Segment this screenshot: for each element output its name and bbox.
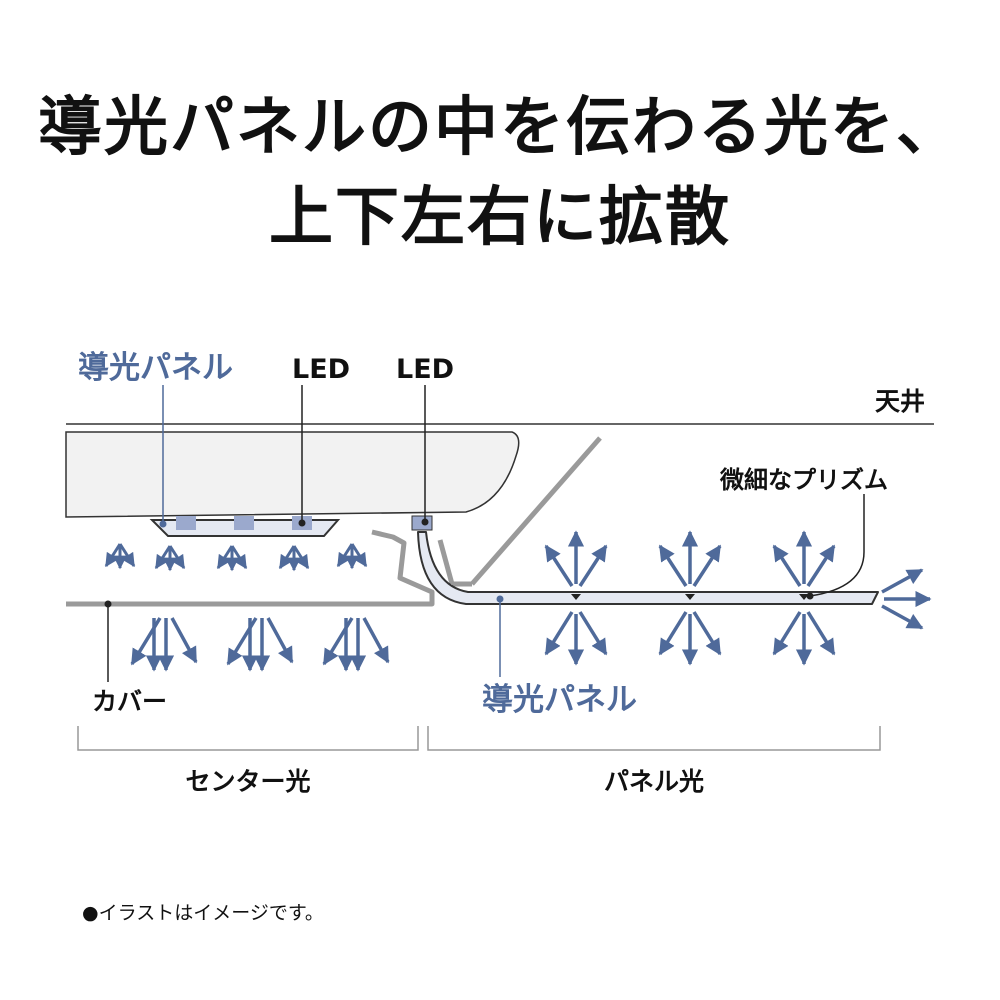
light-arrows: [104, 530, 932, 672]
cover-arrow-2-a: [322, 617, 354, 666]
title-line-2: 上下左右に拡散: [269, 181, 731, 255]
fixture-body: [65, 431, 520, 518]
label-cover: カバー: [92, 687, 167, 716]
center-small-arrow-0-a: [104, 543, 122, 568]
center-small-arrow-4-c: [350, 543, 368, 568]
prism-down-1-c: [692, 611, 722, 656]
prism-up-1-a: [658, 544, 688, 587]
center-small-arrow-3-a: [278, 545, 296, 570]
center-small-arrow-1-c: [168, 545, 186, 570]
leader-dot-panel-bottom: [496, 595, 504, 603]
edge-arrow-down: [881, 604, 924, 630]
cover-arrow-1-d: [266, 617, 294, 664]
label-led-left: LED: [292, 354, 350, 385]
panel-light-guide-panel: [417, 531, 879, 605]
center-small-arrow-1-a: [154, 545, 172, 570]
footnote: ●イラストはイメージです。: [82, 902, 324, 924]
prism-down-2-a: [772, 611, 802, 656]
center-small-arrow-2-a: [216, 545, 234, 570]
center-small-arrow-3-c: [292, 545, 310, 570]
prism-down-0-c: [578, 611, 608, 656]
cover-arrow-0-a: [130, 617, 162, 666]
center-small-arrow-0-c: [118, 543, 136, 568]
label-center-light: センター光: [185, 767, 310, 796]
label-led-right: LED: [396, 354, 454, 385]
label-ceiling: 天井: [875, 387, 925, 416]
center-led-1: [176, 516, 196, 530]
frame-diagonal: [470, 436, 602, 586]
cover-arrow-1-a: [226, 617, 258, 666]
bracket-center-light: [77, 726, 419, 751]
cover-arrow-0-d: [170, 617, 198, 664]
cover-arrow-2-d: [362, 617, 390, 664]
frame-inner: [437, 539, 455, 585]
prism-down-1-a: [658, 611, 688, 656]
prism-up-1-c: [692, 544, 722, 587]
prism-down-0-a: [544, 611, 574, 656]
title-line-1: 導光パネルの中を伝わる光を、: [38, 91, 962, 165]
leader-dot-prism: [806, 592, 814, 600]
edge-arrow-up: [881, 568, 924, 594]
prism-down-2-c: [806, 611, 836, 656]
label-light-guide-panel-bottom: 導光パネル: [482, 682, 637, 718]
prism-up-2-c: [806, 544, 836, 587]
leader-dot-led-left: [298, 519, 306, 527]
label-panel-light: パネル光: [604, 767, 704, 796]
prism-up-0-a: [544, 544, 574, 587]
micro-prism-3: [799, 594, 809, 600]
micro-prism-2: [685, 594, 695, 600]
center-small-arrow-4-a: [336, 543, 354, 568]
leader-prism: [809, 494, 865, 597]
bracket-panel-light: [427, 726, 881, 751]
center-led-2: [234, 516, 254, 530]
prism-up-0-c: [578, 544, 608, 587]
leader-dot-panel-top: [159, 520, 167, 528]
cover: [66, 529, 435, 607]
center-small-arrow-2-c: [230, 545, 248, 570]
leader-dot-led-right: [421, 518, 429, 526]
leader-dot-cover: [104, 600, 112, 608]
micro-prism-1: [571, 594, 581, 600]
label-light-guide-panel-top: 導光パネル: [78, 350, 233, 386]
label-micro-prism: 微細なプリズム: [719, 466, 888, 494]
prism-up-2-a: [772, 544, 802, 587]
